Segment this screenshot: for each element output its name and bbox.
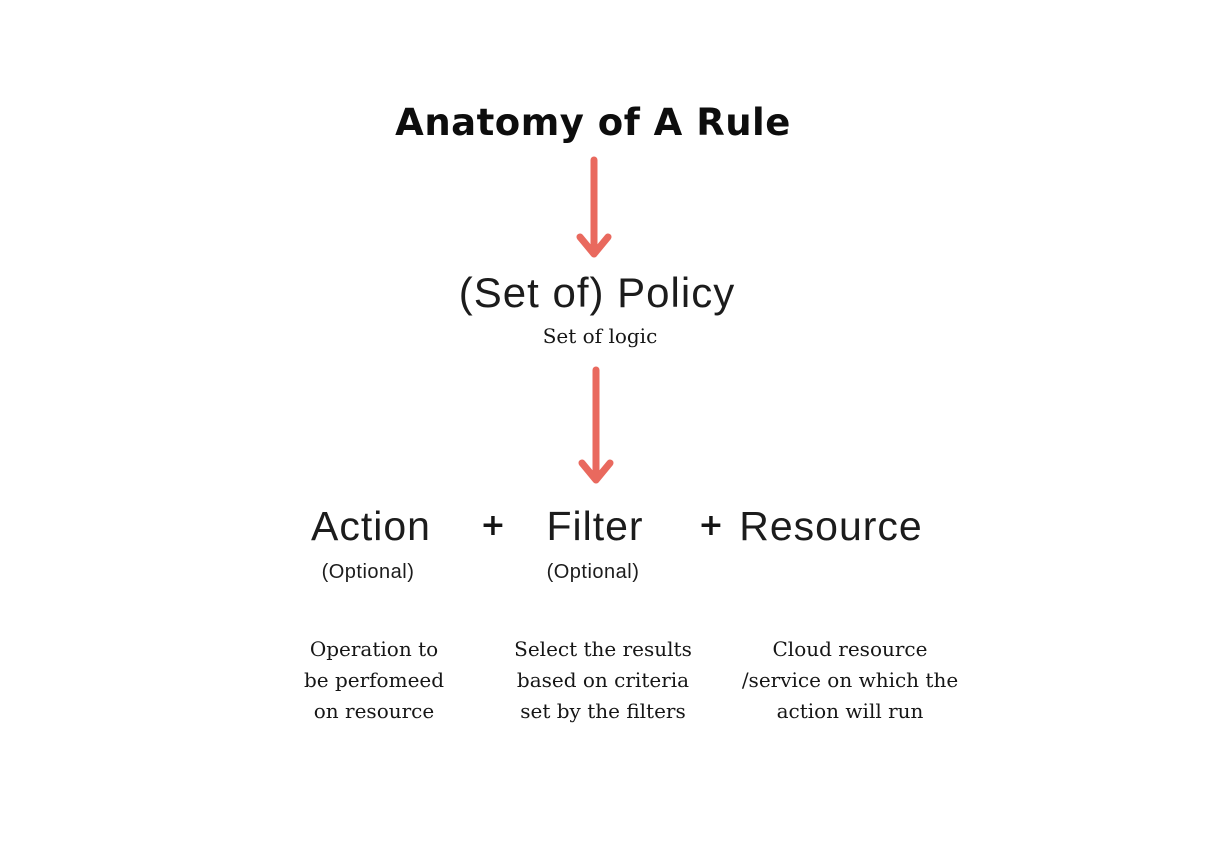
policy-label: (Set of) Policy [458, 269, 736, 316]
arrow-down-icon [578, 366, 614, 484]
description-line: action will run [776, 699, 924, 723]
description-line: on resource [313, 699, 435, 723]
page-title: Anatomy of A Rule [395, 101, 791, 144]
description-line: set by the filters [520, 699, 686, 723]
arrow-head [578, 459, 614, 484]
component-label-action: Action [311, 503, 431, 549]
arrow-head [576, 233, 612, 258]
description-line: based on criteria [516, 668, 690, 692]
component-label-filter: Filter [546, 503, 644, 549]
arrow-down-icon [576, 156, 612, 258]
policy-sublabel: Set of logic [542, 324, 658, 348]
optional-note-filter: (Optional) [546, 561, 640, 583]
plus-operator: + [698, 508, 724, 543]
description-line: be perfomeed [303, 668, 445, 692]
description-line: Select the results [514, 637, 692, 661]
plus-operator: + [480, 508, 506, 543]
description-line: Operation to [309, 637, 439, 661]
description-line: /service on which the [741, 668, 959, 692]
description-line: Cloud resource [772, 637, 928, 661]
description-action: Operation to be perfomeed on resource [304, 634, 444, 727]
optional-note-action: (Optional) [321, 561, 415, 583]
description-filter: Select the results based on criteria set… [514, 634, 692, 727]
description-resource: Cloud resource /service on which the act… [742, 634, 958, 727]
component-label-resource: Resource [739, 503, 923, 549]
